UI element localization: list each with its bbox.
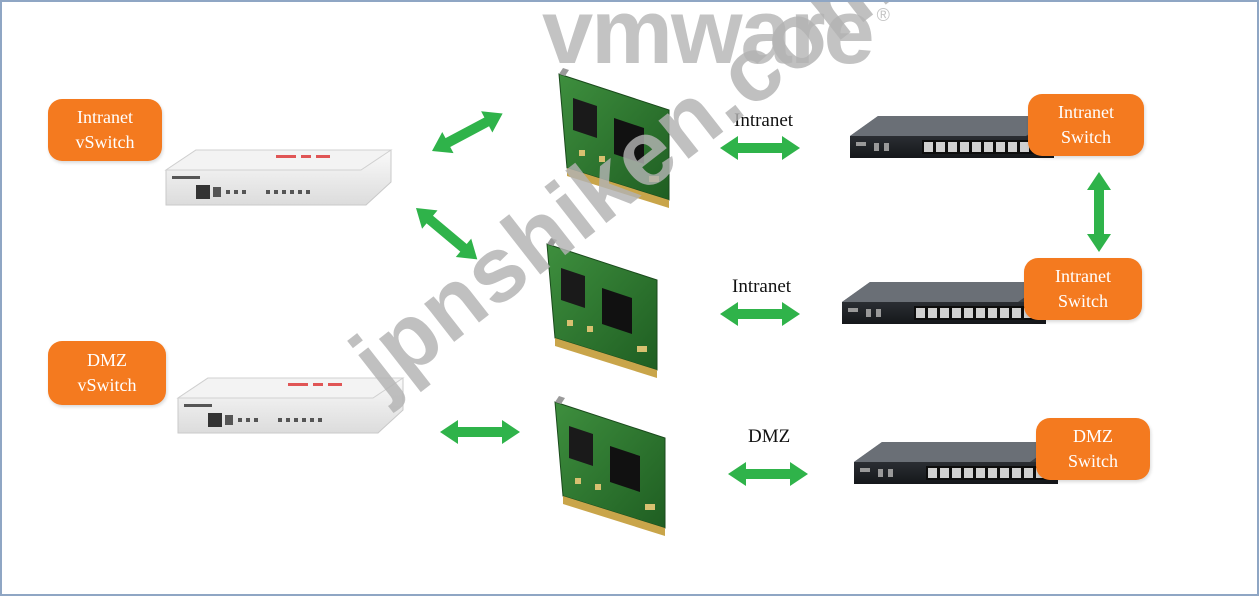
registered-mark: ® <box>876 5 890 25</box>
intranet-firewall <box>165 149 392 206</box>
intranet-switch-2 <box>842 282 1046 324</box>
intranet-vswitch-label-line1: Intranet <box>77 107 133 127</box>
intranet-vswitch-label: Intranet vSwitch <box>48 99 162 161</box>
arrow-switch-to-switch <box>1087 172 1111 252</box>
dmz-switch-label-line1: DMZ <box>1073 426 1113 446</box>
dmz-switch <box>854 442 1058 484</box>
intranet-switch-label-1-line2: Switch <box>1060 127 1111 147</box>
intranet-switch-label-2-line2: Switch <box>1057 291 1108 311</box>
arrow-firewall-to-nic-1 <box>426 102 509 162</box>
arrow-nic-to-switch-3 <box>728 462 808 486</box>
arrow-firewall-to-nic-3 <box>440 420 520 444</box>
intranet-switch-1 <box>850 116 1054 158</box>
dmz-firewall <box>177 377 404 434</box>
link-label-intranet-1: Intranet <box>734 110 794 131</box>
arrow-nic-to-switch-2 <box>720 302 800 326</box>
dmz-vswitch-label: DMZ vSwitch <box>48 341 166 405</box>
intranet-switch-label-2-line1: Intranet <box>1055 266 1111 286</box>
intranet-switch-label-2: Intranet Switch <box>1024 258 1142 320</box>
link-label-intranet-2: Intranet <box>732 276 792 297</box>
dmz-vswitch-label-line2: vSwitch <box>77 375 137 395</box>
dmz-switch-label-line2: Switch <box>1067 451 1118 471</box>
dmz-vswitch-label-line1: DMZ <box>87 350 127 370</box>
intranet-vswitch-label-line2: vSwitch <box>75 132 135 152</box>
dmz-switch-label: DMZ Switch <box>1036 418 1150 480</box>
vmware-logo: vmware® <box>542 2 890 78</box>
vmware-logo-text: vmware <box>542 0 875 83</box>
intranet-switch-label-1: Intranet Switch <box>1028 94 1144 156</box>
intranet-switch-label-1-line1: Intranet <box>1058 102 1114 122</box>
nic-card-3 <box>554 395 666 537</box>
link-label-dmz: DMZ <box>748 426 791 447</box>
